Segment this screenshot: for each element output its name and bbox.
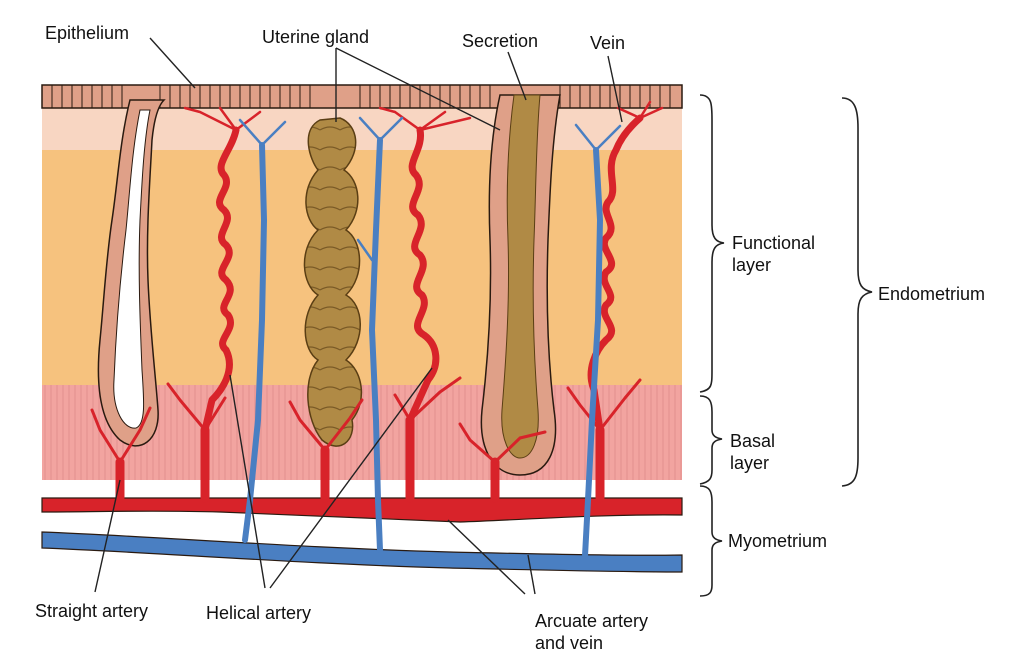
label-arcuate-artery-and-vein: Arcuate artery and vein <box>535 610 648 654</box>
label-functional-layer-line2: layer <box>732 255 772 275</box>
vein-leader <box>607 55 623 123</box>
arcuate-leader-2 <box>527 554 536 595</box>
veins <box>242 137 604 559</box>
label-functional-layer-line1: Functional <box>732 233 816 253</box>
label-basal-layer-line2: layer <box>730 453 770 473</box>
helical-artery-leader-2 <box>269 367 433 589</box>
label-endometrium: Endometrium <box>878 284 986 304</box>
helical-artery-leader-1 <box>229 374 266 589</box>
straight-artery-leader <box>94 479 121 593</box>
secretion-leader <box>507 51 527 101</box>
label-arcuate-line1: Arcuate artery <box>535 611 649 631</box>
helical-arteries <box>201 114 644 434</box>
endometrium-bracket <box>841 97 873 487</box>
arcuate-leader-1 <box>447 519 526 595</box>
label-basal-layer: Basal layer <box>730 430 775 474</box>
label-secretion: Secretion <box>462 31 539 51</box>
basal-layer-bracket <box>699 395 723 485</box>
label-arcuate-line2: and vein <box>535 633 604 653</box>
functional-layer-bracket <box>699 94 725 393</box>
epithelium-leader <box>149 37 196 89</box>
label-helical-artery: Helical artery <box>206 603 312 623</box>
label-vein: Vein <box>590 33 626 53</box>
uterine-gland-leader-2 <box>335 47 501 131</box>
label-uterine-gland: Uterine gland <box>262 27 370 47</box>
layer-brackets <box>699 94 873 597</box>
myometrium-bracket <box>699 485 723 597</box>
label-straight-artery: Straight artery <box>35 601 149 621</box>
surface-capillaries <box>183 100 664 132</box>
label-functional-layer: Functional layer <box>732 232 815 276</box>
label-myometrium: Myometrium <box>728 531 828 551</box>
leader-lines <box>94 37 623 595</box>
vein-branches <box>238 116 622 262</box>
straight-arteries <box>115 415 605 503</box>
right-gland-with-secretion <box>480 94 561 476</box>
uterine-gland-coiled <box>303 117 363 447</box>
label-basal-layer-line1: Basal <box>730 431 776 451</box>
label-epithelium: Epithelium <box>45 23 130 43</box>
left-gland-tube <box>97 99 166 447</box>
